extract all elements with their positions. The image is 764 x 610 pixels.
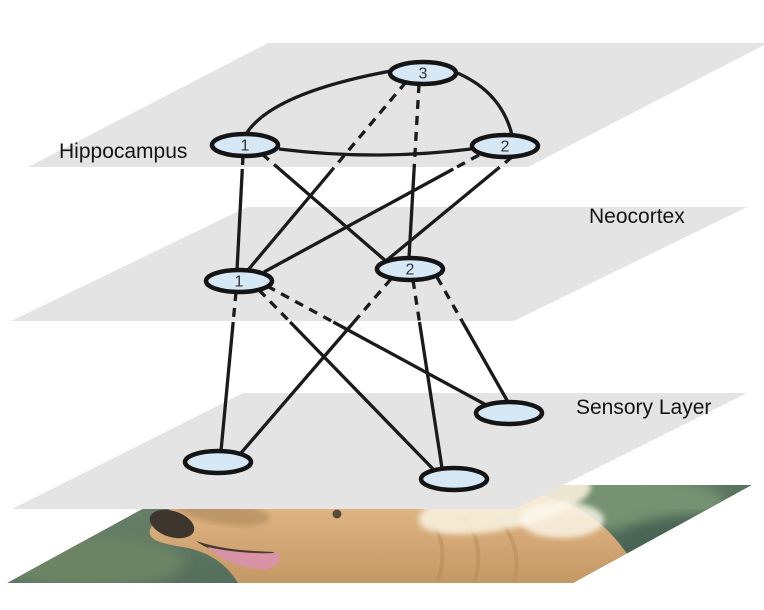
edge-n1-s1 [219, 321, 235, 452]
edge-n1-s3 [332, 320, 489, 408]
edge-h1-n2-dashed [260, 152, 281, 171]
network-nodes: 1 2 3 1 2 [182, 59, 545, 493]
edge-h1-n2 [278, 167, 389, 264]
sensory-layer-plane [12, 393, 747, 509]
arc-h3-h2 [454, 70, 514, 136]
edge-n2-s3 [461, 321, 510, 403]
node-neocortex-2: 2 [374, 255, 446, 283]
neocortex-label: Neocortex [589, 205, 685, 228]
hippocampus-plane [28, 43, 764, 167]
hippocampus-label: Hippocampus [59, 140, 188, 163]
dog-nose [149, 509, 195, 539]
node-number-label: 1 [235, 274, 244, 291]
edge-h1-n1 [235, 168, 244, 271]
hippocampal-arcs [244, 69, 514, 157]
photo-fade-overlay [7, 485, 752, 583]
edge-n2-s2-dashed [411, 279, 422, 323]
edge-n1-s1-dashed [231, 291, 238, 323]
node-number-label: 1 [241, 138, 250, 155]
edge-n2-s3-dashed [435, 276, 464, 323]
node-number-label: 2 [501, 139, 510, 156]
edge-h3-n1-dashed [331, 80, 408, 171]
node-ellipse [469, 132, 541, 160]
node-ellipse [182, 448, 254, 476]
node-sensory-s3 [473, 399, 545, 427]
node-ellipse [473, 399, 545, 427]
node-number-label: 2 [406, 262, 415, 279]
node-hippocampus-1: 1 [209, 131, 281, 159]
arc-h1-h2 [278, 147, 472, 157]
node-ellipse [209, 131, 281, 159]
node-hippocampus-3: 3 [387, 59, 459, 87]
node-number-label: 3 [419, 66, 428, 83]
edge-h3-n1 [246, 167, 335, 272]
edge-h2-n1-dashed [452, 153, 480, 171]
edge-h2-n1 [263, 167, 455, 274]
sensory-layer-label: Sensory Layer [576, 396, 712, 419]
node-ellipse [418, 465, 490, 493]
node-sensory-s2 [418, 465, 490, 493]
dog-tongue [208, 547, 280, 570]
edge-n1-s3-dashed [266, 284, 335, 324]
connection-edges [219, 80, 514, 472]
edge-n2-s1 [239, 320, 356, 455]
node-ellipse [203, 267, 275, 295]
dog-eye [332, 509, 342, 519]
node-neocortex-1: 1 [203, 267, 275, 295]
edge-n1-s2 [288, 320, 436, 472]
arc-h1-h3 [244, 69, 392, 135]
node-hippocampus-2: 2 [469, 132, 541, 160]
edge-h3-n2 [407, 168, 416, 259]
node-sensory-s1 [182, 448, 254, 476]
edge-n1-s2-dashed [257, 288, 292, 324]
node-ellipse [387, 59, 459, 87]
node-ellipse [374, 255, 446, 283]
edge-h2-n2 [379, 167, 499, 267]
dog-sunlit-fur-highlight [520, 502, 604, 538]
edge-n2-s2 [417, 321, 444, 469]
